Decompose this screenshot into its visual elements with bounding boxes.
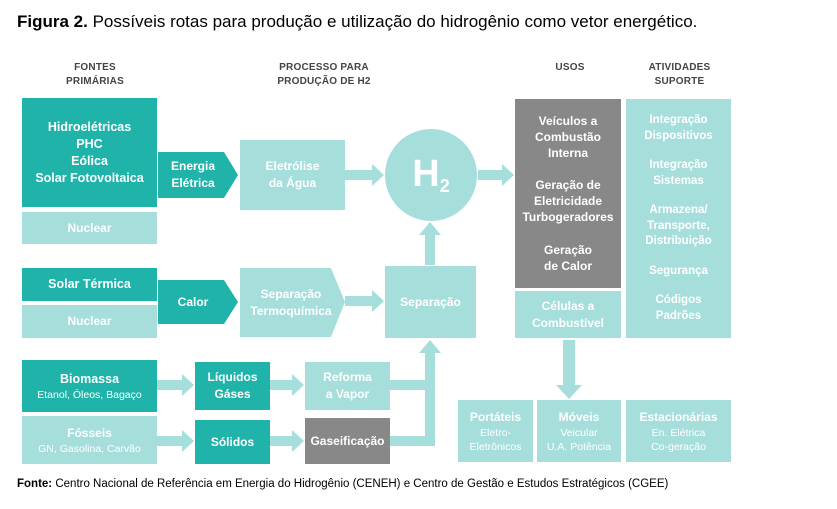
figure-title: Possíveis rotas para produção e utilizaç…: [92, 12, 698, 31]
use-vehicles: Veículos a Combustão Interna: [535, 114, 601, 161]
figure-caption: Figura 2. Possíveis rotas para produção …: [17, 12, 697, 32]
source-fosseis: Fósseis GN, Gasolina, Carvão: [22, 416, 157, 464]
app-portateis: Portáteis Eletro- Eletrônicos: [458, 400, 533, 462]
support-seguranca: Segurança: [649, 264, 708, 277]
carrier-solidos: Sólidos: [195, 420, 270, 464]
uses-panel: Veículos a Combustão Interna Geração de …: [515, 99, 621, 288]
carrier-calor: Calor: [177, 294, 209, 309]
arrow-biomassa-to-liquidos: [157, 374, 194, 396]
process-reforma-vapor: Reforma a Vapor: [305, 362, 390, 410]
support-armazenamento: Armazena/ Transporte, Distribuição: [645, 204, 712, 247]
process-gaseificacao: Gaseificação: [305, 418, 390, 464]
arrow-septermo-to-separacao: [345, 290, 384, 312]
header-fontes-primarias: FONTES PRIMÁRIAS: [66, 62, 124, 87]
support-codigos-padroes: Códigos Padrões: [655, 294, 702, 322]
source-label: Fonte:: [17, 478, 53, 490]
arrow-h2-to-usos: [478, 164, 514, 186]
use-generation: Geração de Eletricidade Turbogeradores: [522, 178, 614, 225]
arrow-chevron-energia: [158, 152, 238, 198]
source-renewables: Hidroelétricas PHC Eólica Solar Fotovolt…: [22, 98, 157, 207]
process-eletrolise: Eletrólise da Água: [240, 140, 345, 210]
header-atividades-suporte: ATIVIDADES SUPORTE: [648, 62, 711, 87]
arrow-separacao-to-h2: [419, 222, 441, 265]
support-integracao-dispositivos: Integração Dispositivos: [644, 114, 713, 142]
support-panel: Integração Dispositivos Integração Siste…: [626, 99, 731, 338]
figure-source: Fonte: Centro Nacional de Referência em …: [17, 478, 668, 490]
source-nuclear-1: Nuclear: [22, 212, 157, 244]
source-nuclear-2: Nuclear: [22, 305, 157, 338]
arrow-solidos-to-gaseificacao: [270, 430, 304, 452]
source-text: Centro Nacional de Referência em Energia…: [55, 478, 669, 490]
support-integracao-sistemas: Integração Sistemas: [649, 159, 708, 187]
process-separacao-termoquimica: Separação Termoquímica: [250, 286, 332, 318]
arrow-gaseificacao-connector: [390, 436, 435, 446]
source-biomassa: Biomassa Etanol, Óleos, Bagaço: [22, 360, 157, 412]
app-moveis: Móveis Veicular U.A. Potência: [537, 400, 621, 462]
arrow-fosseis-to-solidos: [157, 430, 194, 452]
use-heat: Geração de Calor: [543, 242, 593, 273]
arrow-liquidos-to-reforma: [270, 374, 304, 396]
figure-number: Figura 2.: [17, 12, 88, 31]
carrier-liquidos-gases: Líquidos Gáses: [195, 362, 270, 410]
header-processo: PROCESSO PARA PRODUÇÃO DE H2: [277, 62, 371, 87]
use-fuel-cells: Células a Combustível: [515, 291, 621, 338]
h2-symbol: H2: [412, 153, 450, 196]
arrow-cells-to-applications: [556, 340, 582, 399]
arrow-reforma-connector: [390, 380, 435, 390]
h2-circle: H2: [385, 129, 477, 221]
source-solar-termica: Solar Térmica: [22, 268, 157, 301]
arrow-chevron-separacao-termo: [240, 268, 345, 337]
arrow-chevron-calor: [158, 280, 238, 324]
arrow-collector-to-separacao: [419, 340, 441, 446]
arrow-eletrolise-to-h2: [345, 164, 384, 186]
carrier-energia-eletrica: Energia Elétrica: [170, 159, 215, 190]
header-usos: USOS: [555, 62, 585, 73]
process-separacao: Separação: [385, 266, 476, 338]
app-estacionarias: Estacionárias En. Elétrica Co-geração: [626, 400, 731, 462]
